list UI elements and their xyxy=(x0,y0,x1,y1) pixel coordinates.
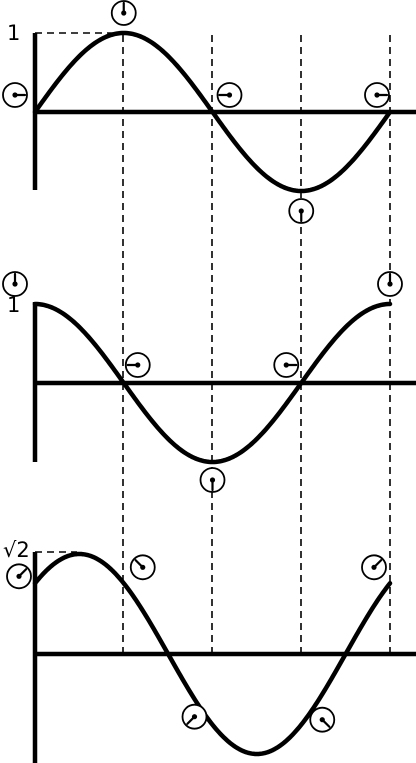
dial-hub xyxy=(283,362,289,368)
dial-hub xyxy=(140,564,146,570)
dial-hub xyxy=(387,281,393,287)
phasor-dial-icon xyxy=(129,554,156,581)
phasor-dial-icon xyxy=(6,563,32,590)
dial-hub xyxy=(209,477,216,483)
phasor-dial-icon xyxy=(2,82,28,108)
dial-hub xyxy=(121,10,127,16)
vertical-guides xyxy=(122,35,391,656)
dial-hub xyxy=(226,92,233,98)
dial-hub xyxy=(135,362,141,368)
sum-panel: √2 xyxy=(3,538,416,763)
sum-peak-label: √2 xyxy=(3,538,30,562)
dial-hub xyxy=(191,714,198,720)
dial-hub xyxy=(12,281,18,287)
phasor-dial-icon xyxy=(124,352,151,378)
phasor-dial-icon xyxy=(2,271,28,297)
sum-dials xyxy=(6,554,387,733)
dial-hub xyxy=(319,717,325,723)
cosine-peak-label: 1 xyxy=(7,293,20,317)
cosine-panel: 1 xyxy=(2,271,416,493)
dial-hub xyxy=(371,564,377,570)
sum-curve xyxy=(32,551,393,757)
dial-hub xyxy=(298,208,304,214)
phasor-dial-icon xyxy=(288,198,315,224)
phasor-dial-icon xyxy=(216,82,243,108)
phasor-dial-icon xyxy=(364,82,390,108)
phasor-dial-icon xyxy=(361,554,387,581)
sine-peak-label: 1 xyxy=(7,21,20,45)
phasor-dial-icon xyxy=(273,352,300,378)
dial-hub xyxy=(374,92,380,98)
dial-hub xyxy=(16,573,22,579)
sine-panel: 1 xyxy=(2,0,416,224)
cosine-dials xyxy=(2,271,403,493)
phasor-dial-icon xyxy=(377,271,403,297)
sine-dials xyxy=(2,0,390,224)
sine-curve xyxy=(32,30,393,194)
cosine-curve xyxy=(32,301,393,465)
phasor-dial-icon xyxy=(181,703,208,730)
phasor-dial-icon xyxy=(199,467,226,493)
phasor-dial-icon xyxy=(309,706,336,733)
dial-hub xyxy=(12,92,18,98)
phasor-dial-icon xyxy=(110,0,137,26)
